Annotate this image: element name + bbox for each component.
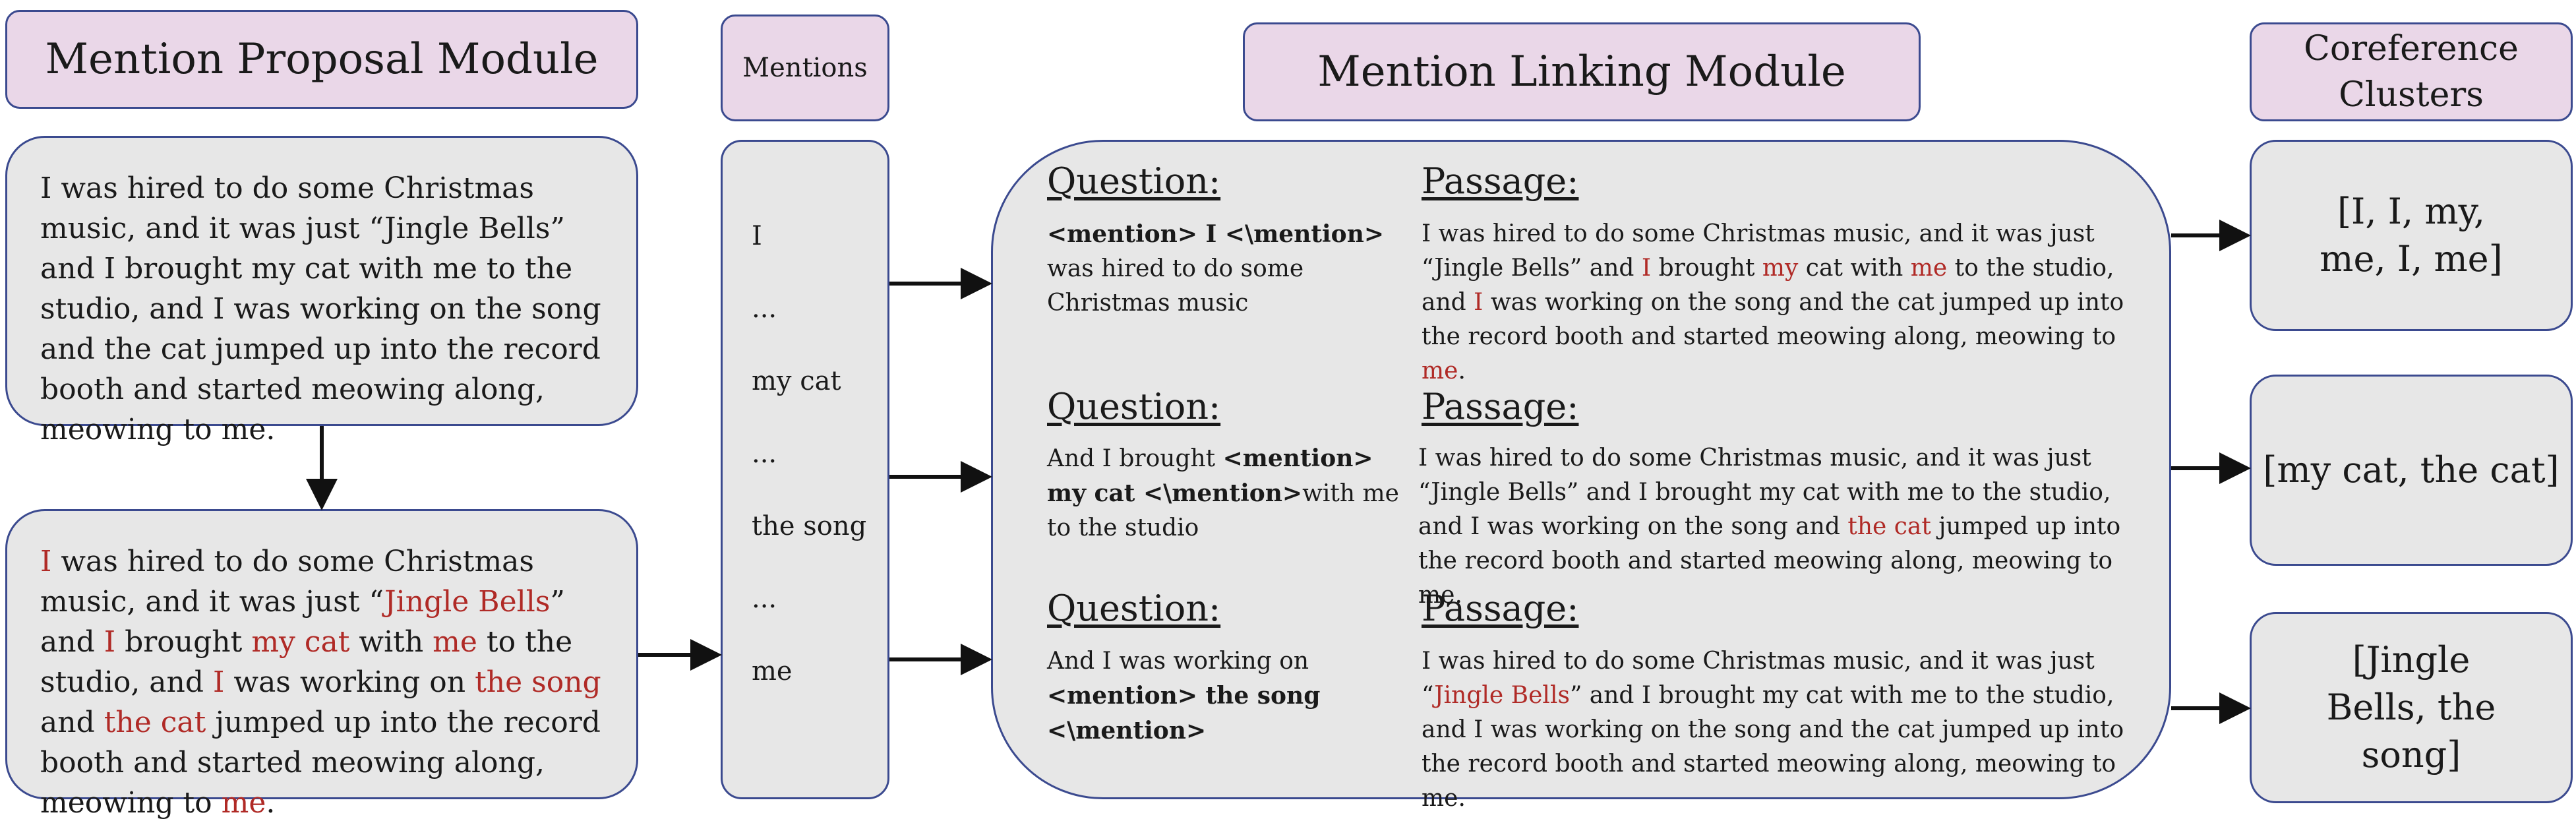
question-label: Question: [1047, 588, 1221, 629]
mentions-list-box: I ... my cat ... the song ... me [721, 140, 889, 799]
cluster-text: [I, I, my, me, I, me] [2320, 191, 2503, 280]
highlighted-mention: the cat [1847, 513, 1931, 540]
text-run: to the studio, and [40, 625, 573, 699]
text-run: was working on [224, 665, 475, 699]
highlighted-mention: I [213, 665, 225, 699]
passage-label: Passage: [1422, 160, 1579, 202]
text-run: was working on the song and the cat jump… [1422, 289, 2124, 350]
highlighted-mention: Jingle Bells [1434, 682, 1570, 709]
text-run: was hired to do some Christmas music [1047, 255, 1304, 317]
input-passage-text: I was hired to do some Christmas music, … [40, 171, 601, 446]
text-run: And I brought [1047, 445, 1223, 472]
cluster-box: [I, I, my, me, I, me] [2250, 140, 2573, 331]
mention-item: ... [752, 293, 777, 324]
marked-mention: <mention> the song <\mention> [1047, 682, 1321, 745]
mentions-title: Mentions [742, 53, 868, 83]
text-run: jumped up into the record booth and star… [1418, 513, 2121, 609]
mentions-header: Mentions [721, 15, 889, 121]
text-run: to the studio, and [1422, 255, 2114, 316]
text-run: with [349, 625, 433, 659]
mention-item: ... [752, 439, 777, 469]
text-run: ” and [40, 585, 565, 659]
question-label: Question: [1047, 386, 1221, 427]
cluster-text: [my cat, the cat] [2263, 449, 2560, 491]
text-run: and [40, 706, 104, 739]
highlighted-mention: my cat [251, 625, 350, 659]
mention-item: the song [752, 511, 867, 541]
highlighted-mention: I [1474, 289, 1483, 316]
input-passage-box: I was hired to do some Christmas music, … [5, 136, 638, 446]
coreference-clusters-header: Coreference Clusters [2250, 22, 2573, 121]
passage-label: Passage: [1422, 588, 1579, 629]
highlighted-mention: the cat [104, 706, 206, 739]
mention-item: ... [752, 584, 777, 614]
passage-text: I was hired to do some Christmas music, … [1418, 441, 2143, 613]
cluster-text: [Jingle Bells, the song] [2326, 639, 2496, 776]
text-run: brought [1651, 255, 1762, 282]
mention-linking-box: Question: Passage: <mention> I <\mention… [991, 140, 2171, 812]
mention-linking-module-header: Mention Linking Module [1243, 22, 1921, 121]
mention-item: me [752, 656, 793, 686]
coreference-clusters-title: Coreference Clusters [2304, 28, 2519, 115]
highlighted-mention: me [433, 625, 477, 659]
question-text: And I brought <mention> my cat <\mention… [1047, 441, 1403, 545]
mention-item: I [752, 221, 762, 251]
cluster-box: [Jingle Bells, the song] [2250, 612, 2573, 803]
question-text: And I was working on <mention> the song … [1047, 644, 1337, 748]
text-run: . [1458, 357, 1466, 384]
mention-proposal-module-header: Mention Proposal Module [5, 10, 638, 109]
passage-label: Passage: [1422, 386, 1579, 427]
highlighted-mention: my [1762, 255, 1799, 282]
text-run: ” and I brought my cat with me to the st… [1422, 682, 2124, 812]
text-run: brought [115, 625, 252, 659]
mention-item: my cat [752, 366, 841, 396]
text-run: . [266, 786, 276, 820]
text-run: I was hired to do some Christmas music, … [1418, 444, 2111, 540]
text-run: I was hired to do some Christmas music, … [1422, 648, 2095, 709]
cluster-box: [my cat, the cat] [2250, 375, 2573, 566]
question-label: Question: [1047, 160, 1221, 202]
highlighted-mention: I [1641, 255, 1652, 282]
question-text: <mention> I <\mention> was hired to do s… [1047, 217, 1416, 320]
text-run: with me to the studio [1047, 480, 1399, 541]
highlighted-mention: Jingle Bells [384, 585, 551, 619]
highlighted-mention: me [1910, 255, 1948, 282]
marked-mention: <mention> I <\mention> [1047, 220, 1385, 248]
highlighted-mention: the song [475, 665, 601, 699]
text-run: I was hired to do some Christmas music, … [1422, 220, 2095, 282]
highlighted-mention: me [1422, 357, 1458, 384]
text-run: And I was working on [1047, 648, 1309, 675]
mention-proposal-module-title: Mention Proposal Module [45, 35, 599, 84]
text-run: cat with [1798, 255, 1911, 282]
text-run: was hired to do some Christmas music, an… [40, 545, 534, 619]
marked-mention: <mention> my cat <\mention> [1047, 444, 1373, 507]
highlighted-mention: I [104, 625, 116, 659]
highlighted-mention: I [40, 545, 52, 578]
mention-linking-module-title: Mention Linking Module [1317, 47, 1846, 96]
passage-text: I was hired to do some Christmas music, … [1422, 644, 2147, 816]
passage-text: I was hired to do some Christmas music, … [1422, 217, 2147, 388]
